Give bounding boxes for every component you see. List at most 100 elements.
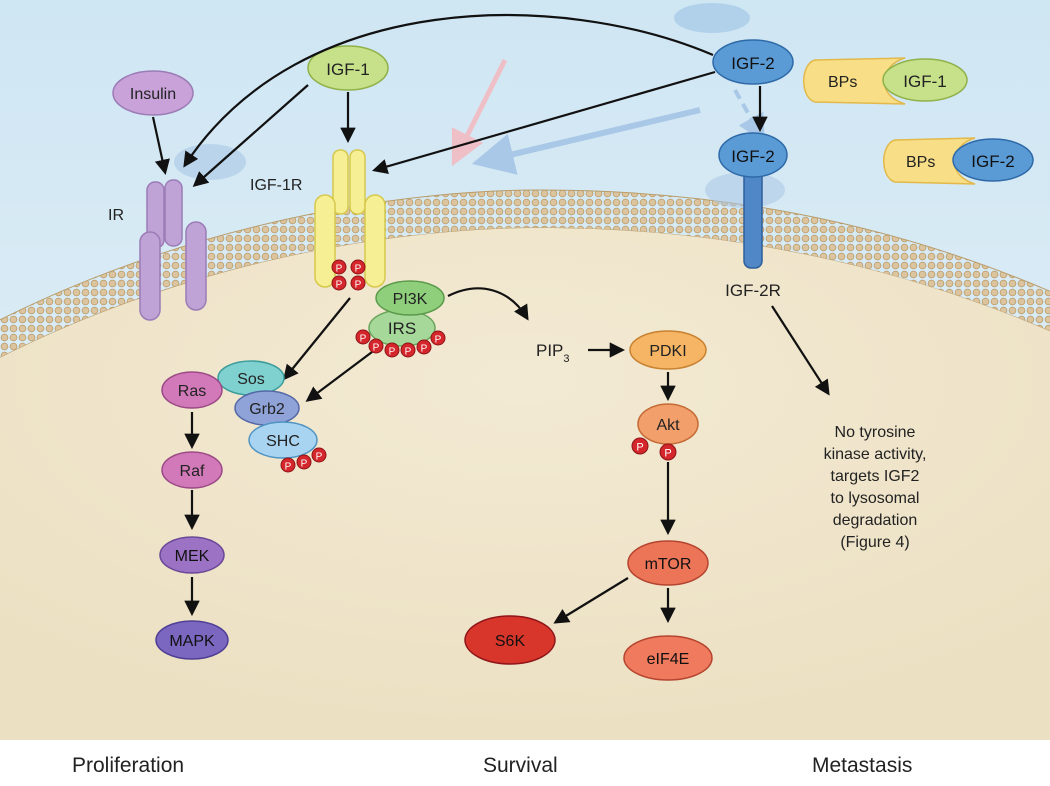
outcome-survival: Survival — [483, 754, 558, 777]
irs-label: IRS — [388, 319, 416, 338]
mtor-node: mTOR — [627, 540, 709, 586]
phospho-badge: P — [280, 457, 296, 473]
outcome-metastasis: Metastasis — [812, 754, 913, 777]
mek-label: MEK — [175, 548, 210, 565]
raf-label: Raf — [180, 463, 205, 480]
akt-label: Akt — [656, 417, 680, 434]
bp-igf1-complex: BPs IGF-1 — [803, 57, 968, 105]
mapk-label: MAPK — [169, 633, 215, 650]
bp1-partner-label: IGF-1 — [903, 72, 946, 91]
svg-text:P: P — [421, 344, 428, 355]
phospho-badge: P — [350, 259, 366, 275]
bp-igf2-complex: BPs IGF-2 — [883, 137, 1034, 185]
arrow-pi3k-pip3 — [447, 287, 529, 321]
sos-label: Sos — [237, 371, 265, 388]
eif4e-label: eIF4E — [647, 651, 690, 668]
phospho-badge: P — [296, 454, 312, 470]
svg-text:P: P — [360, 334, 367, 345]
arrow-igf2-igf1r — [372, 70, 716, 174]
s6k-node: S6K — [464, 615, 556, 665]
faint-blue-arrow — [471, 107, 701, 175]
faint-dashed-arrow — [733, 89, 765, 143]
svg-text:P: P — [435, 335, 442, 346]
svg-text:P: P — [355, 264, 362, 275]
shc-label: SHC — [266, 433, 300, 450]
phospho-badge: P — [430, 330, 446, 346]
svg-text:P: P — [316, 452, 323, 463]
grb2-label: Grb2 — [249, 401, 285, 418]
cytoplasm — [0, 228, 1050, 740]
phospho-badge: P — [331, 275, 347, 291]
igf2-bound-node: IGF-2 — [718, 132, 788, 178]
igf1-label: IGF-1 — [326, 60, 369, 79]
igf2-node: IGF-2 — [712, 39, 794, 85]
raf-node: Raf — [161, 451, 223, 489]
igf2r-label: IGF-2R — [725, 281, 781, 300]
igf1-node: IGF-1 — [307, 45, 389, 91]
shc-node: SHC — [248, 421, 318, 459]
arrow-insulin-ir — [151, 116, 170, 176]
akt-phospho-cluster: P P — [631, 437, 677, 461]
bp1-label: BPs — [828, 74, 857, 91]
igf2r-receptor — [743, 167, 763, 269]
phospho-badge: P — [311, 447, 327, 463]
svg-text:P: P — [373, 343, 380, 354]
pi3k-node: PI3K — [375, 280, 445, 316]
phospho-badge: P — [331, 259, 347, 275]
phospho-badge: P — [384, 342, 400, 358]
note-line: to lysosomal — [830, 490, 920, 507]
ir-label: IR — [108, 207, 124, 224]
irs-phospho-cluster: P P P P P P — [355, 329, 446, 358]
phospho-badge: P — [355, 329, 371, 345]
ras-label: Ras — [178, 383, 206, 400]
igf2-label: IGF-2 — [731, 54, 774, 73]
ir-receptor — [139, 179, 207, 321]
outcome-proliferation: Proliferation — [72, 754, 185, 777]
svg-text:P: P — [301, 459, 308, 470]
igf1r-phospho-cluster: P P P P — [331, 259, 366, 291]
svg-text:P: P — [664, 448, 671, 460]
arrow-irs-grb2 — [305, 351, 373, 402]
phospho-badge: P — [368, 338, 384, 354]
bp2-partner-label: IGF-2 — [971, 152, 1014, 171]
arrow-igf1r-sos — [283, 297, 351, 381]
akt-node: Akt — [637, 403, 699, 445]
eif4e-node: eIF4E — [623, 635, 713, 681]
svg-text:P: P — [355, 280, 362, 291]
arrow-igf1-ir — [192, 84, 309, 188]
note-line: targets IGF2 — [830, 468, 920, 485]
note-line: No tyrosine — [834, 424, 916, 441]
ras-node: Ras — [161, 371, 223, 409]
arrow-igf2r-note — [771, 305, 830, 396]
pip3-label: PIP3 — [536, 341, 570, 365]
igf1r-receptor — [314, 149, 386, 288]
svg-text:P: P — [336, 280, 343, 291]
mtor-label: mTOR — [645, 556, 692, 573]
pi3k-label: PI3K — [393, 291, 428, 308]
sos-node: Sos — [217, 360, 285, 396]
phospho-badge: P — [659, 443, 677, 461]
igf1r-label: IGF-1R — [250, 177, 302, 194]
bp2-label: BPs — [906, 154, 935, 171]
svg-text:P: P — [405, 347, 412, 358]
mek-node: MEK — [159, 536, 225, 574]
faint-pink-arrow — [451, 58, 508, 167]
igf2r-note: No tyrosine kinase activity, targets IGF… — [790, 422, 960, 554]
svg-text:P: P — [389, 347, 396, 358]
mapk-node: MAPK — [155, 620, 229, 660]
svg-text:P: P — [285, 462, 292, 473]
phospho-badge: P — [416, 339, 432, 355]
phospho-badge: P — [350, 275, 366, 291]
pdk1-label: PDKI — [649, 343, 686, 360]
grb2-node: Grb2 — [234, 390, 300, 426]
insulin-node: Insulin — [112, 70, 194, 116]
pdk1-node: PDKI — [629, 330, 707, 370]
faint-igf2-shadow — [674, 3, 750, 33]
igf2-bound-label: IGF-2 — [731, 147, 774, 166]
s6k-label: S6K — [495, 633, 526, 650]
phospho-badge: P — [400, 342, 416, 358]
arrow-igf2-ir — [183, 14, 714, 168]
note-line: (Figure 4) — [840, 534, 910, 551]
